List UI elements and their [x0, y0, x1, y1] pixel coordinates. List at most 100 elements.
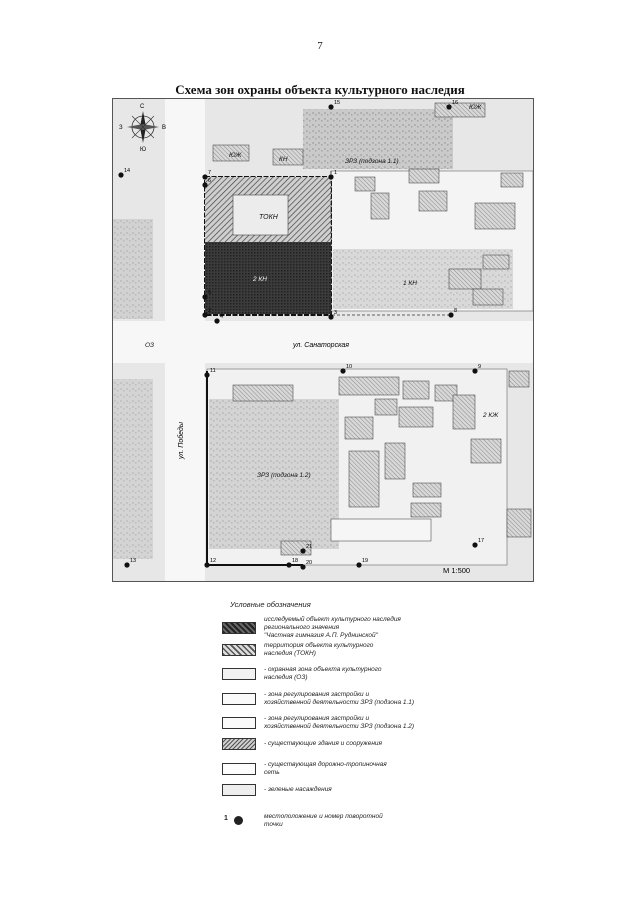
turning-point-number: 3 — [334, 310, 337, 316]
turning-point-number: 15 — [334, 100, 340, 106]
turning-point-number: 10 — [346, 364, 352, 370]
turning-point-marker — [202, 294, 208, 300]
turning-point-number: 2 — [208, 308, 211, 314]
turning-point-marker — [124, 562, 130, 568]
legend-item-point: 1 местоположение и номер поворотной точк… — [222, 813, 532, 829]
legend-swatch-zrz2 — [222, 716, 256, 729]
building — [508, 370, 530, 388]
legend-text: - зеленые насаждения — [264, 786, 332, 794]
heritage-object — [205, 242, 331, 314]
legend-text: - охранная зона объекта культурного насл… — [264, 666, 382, 681]
compass-west-label: З — [119, 125, 123, 131]
turning-point-marker — [202, 182, 208, 188]
building — [374, 398, 398, 416]
zone-label: ЮЖ — [229, 152, 242, 159]
map-title: Схема зон охраны объекта культурного нас… — [175, 82, 465, 97]
turning-point-marker — [328, 314, 334, 320]
legend-text: местоположение и номер поворотной точки — [264, 813, 383, 828]
turning-point-marker — [446, 104, 452, 110]
legend-text: - существующая дорожно-тропиночная сеть — [264, 761, 387, 776]
building — [370, 192, 390, 220]
turning-point-marker — [202, 174, 208, 180]
legend-item-territory: территория объекта культурного наследия … — [222, 642, 532, 658]
green-area — [303, 109, 453, 169]
building — [330, 518, 432, 542]
legend-item-buildings: - существующие здания и сооружения — [222, 738, 532, 750]
zone-label: ЗРЗ (подзона 1.2) — [257, 471, 311, 479]
building — [232, 194, 289, 236]
legend-swatch-object — [222, 621, 256, 634]
turning-point-marker — [118, 172, 124, 178]
turning-point-marker — [472, 542, 478, 548]
turning-point-marker — [448, 312, 454, 318]
legend-swatch-green — [222, 784, 256, 796]
building — [452, 394, 476, 430]
turning-point-number: 8 — [454, 308, 457, 314]
turning-point-number: 18 — [292, 558, 298, 564]
building — [474, 202, 516, 230]
legend-item-zrz1: - зона регулирования застройки и хозяйст… — [222, 691, 532, 707]
legend-text: - существующие здания и сооружения — [264, 740, 383, 748]
road-horizontal — [113, 321, 533, 363]
zone-label: ТОКН — [259, 214, 279, 221]
building — [398, 406, 434, 428]
page-number: 7 — [317, 40, 323, 52]
turning-point-icon: 1 — [224, 815, 243, 826]
turning-point-marker — [204, 372, 210, 378]
building — [408, 168, 440, 184]
legend-swatch-oz — [222, 667, 256, 680]
legend-item-green: - зеленые насаждения — [222, 784, 532, 796]
turning-point-marker — [300, 548, 306, 554]
street-label-horizontal: ул. Санаторская — [292, 342, 349, 349]
turning-point-number: 13 — [130, 558, 136, 564]
legend-swatch-territory — [222, 643, 256, 656]
compass-north-label: С — [140, 104, 145, 110]
zone-label: 2 КН — [252, 276, 267, 283]
turning-point-marker — [328, 104, 334, 110]
turning-point-number: 14 — [124, 168, 130, 174]
zone-label: ЗРЗ (подзона 1.1) — [345, 157, 399, 165]
street-label-vertical: ул. Победы — [177, 421, 185, 460]
legend-item-oz: - охранная зона объекта культурного насл… — [222, 666, 532, 682]
zone-label: 2 КЖ — [482, 412, 499, 419]
building — [272, 148, 304, 166]
green-area — [113, 379, 153, 559]
building — [338, 376, 400, 396]
protection-zone-map: С Ю З В ЮЖ КН ТОКН 2 КН 1 КН ЗРЗ (подзон… — [112, 98, 534, 582]
building — [482, 254, 510, 270]
turning-point-number: 6 — [208, 178, 211, 184]
legend-text: территория объекта культурного наследия … — [264, 642, 374, 657]
map-canvas: С Ю З В ЮЖ КН ТОКН 2 КН 1 КН ЗРЗ (подзон… — [113, 99, 533, 581]
legend-item-zrz2: - зона регулирования застройки и хозяйст… — [222, 715, 532, 731]
zone-label: ОЗ — [145, 342, 154, 349]
turning-point-number: 16 — [452, 100, 458, 106]
legend-item-object: исследуемый объект культурного наследия … — [222, 616, 532, 639]
turning-point-number: 17 — [478, 538, 484, 544]
turning-point-marker — [328, 174, 334, 180]
turning-point-marker — [300, 564, 306, 570]
legend-swatch-zrz1 — [222, 692, 256, 705]
compass-east-label: В — [162, 125, 166, 131]
compass-rose — [127, 111, 159, 143]
legend-title: Условные обозначения — [230, 600, 311, 609]
turning-point-number: 20 — [306, 560, 312, 566]
turning-point-number: 1 — [334, 170, 337, 176]
turning-point-number: 7 — [208, 170, 211, 176]
building — [348, 450, 380, 508]
scale-label: М 1:500 — [443, 566, 470, 575]
building — [412, 482, 442, 498]
building — [344, 416, 374, 440]
turning-point-number: 4 — [220, 314, 223, 320]
legend-text: - зона регулирования застройки и хозяйст… — [264, 715, 415, 730]
building — [354, 176, 376, 192]
turning-point-number: 5 — [208, 290, 211, 296]
legend-text: - зона регулирования застройки и хозяйст… — [264, 691, 415, 706]
building — [434, 384, 458, 402]
building — [384, 442, 406, 480]
legend-text: исследуемый объект культурного наследия … — [264, 616, 401, 639]
turning-point-marker — [214, 318, 220, 324]
zone-label: 1 КН — [403, 280, 417, 287]
turning-point-marker — [472, 368, 478, 374]
building — [232, 384, 294, 402]
legend-point-number: 1 — [224, 815, 228, 823]
